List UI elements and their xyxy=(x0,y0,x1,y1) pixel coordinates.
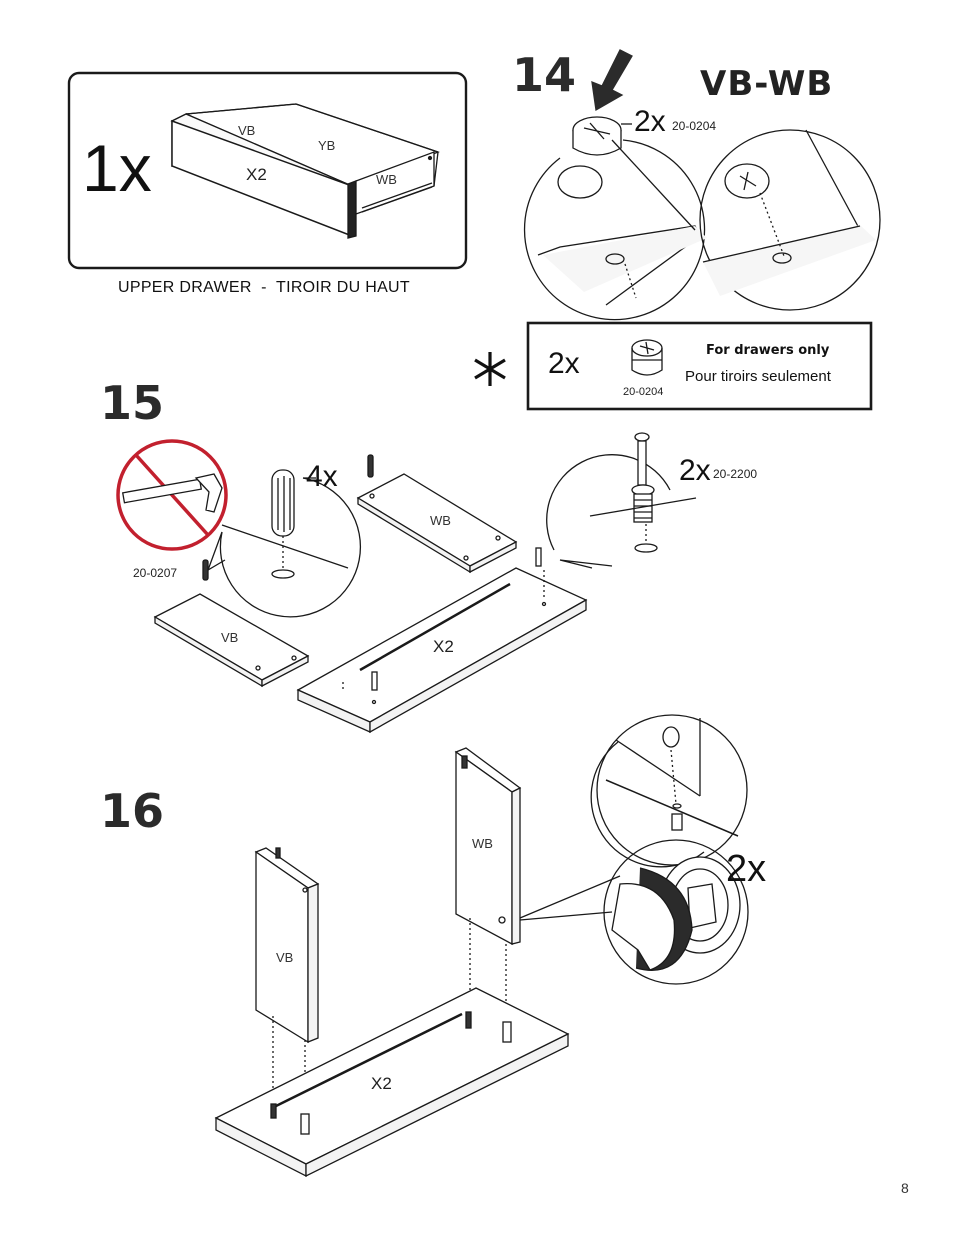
drawer-label-wb: WB xyxy=(376,172,397,187)
step14-detail-right xyxy=(699,129,881,311)
step-15-bolt-quantity: 2x xyxy=(679,454,711,487)
note-box-frame xyxy=(526,321,873,411)
panel-vb-15 xyxy=(153,593,310,688)
panel-wb-15 xyxy=(356,473,518,574)
step16-detail-top xyxy=(590,714,748,868)
panel-x2-15 xyxy=(296,547,588,734)
bolt-detail xyxy=(546,432,697,569)
step-15-number: 15 xyxy=(100,376,165,430)
note-part-code: 20-0204 xyxy=(623,386,664,398)
step-15-dowel-code: 20-0207 xyxy=(133,566,178,580)
drawer-label-x2: X2 xyxy=(246,165,267,184)
step-16-panel-wb: WB xyxy=(472,836,493,851)
note-quantity: 2x xyxy=(548,347,580,380)
step-15-bolt-code: 20-2200 xyxy=(713,467,758,481)
step-16-panel-x2: X2 xyxy=(371,1074,392,1093)
down-left-arrow-icon xyxy=(591,49,633,112)
step-14-title: VB-WB xyxy=(700,64,834,104)
panel-wb-16 xyxy=(454,747,522,1022)
step-16-number: 16 xyxy=(100,784,165,838)
drawer-caption: UPPER DRAWER - TIROIR DU HAUT xyxy=(118,279,410,296)
step-15-panel-wb: WB xyxy=(430,513,451,528)
step-15-dowel-quantity: 4x xyxy=(306,460,338,493)
dowel-detail xyxy=(206,469,362,618)
step-14-number: 14 xyxy=(512,48,577,102)
drawer-quantity: 1x xyxy=(82,131,152,205)
step-16-quantity: 2x xyxy=(726,848,767,890)
cam-lock-fitting xyxy=(572,116,632,156)
step-15-panel-x2: X2 xyxy=(433,637,454,656)
drawer-label-yb: YB xyxy=(318,138,336,153)
drawer-illustration xyxy=(170,103,440,239)
step-14-quantity: 2x xyxy=(634,105,666,138)
panel-x2-16 xyxy=(214,987,570,1178)
step-16-panel-vb: VB xyxy=(276,950,294,965)
step14-detail-left xyxy=(523,139,707,321)
step16-detail-bottom xyxy=(519,839,749,985)
drawer-box-frame xyxy=(67,71,468,270)
asterisk-icon xyxy=(474,352,506,386)
no-hammer-icon xyxy=(116,439,228,551)
cam-lock-small-icon xyxy=(631,339,663,376)
note-heading: For drawers only xyxy=(706,343,830,358)
panel-vb-16 xyxy=(254,847,320,1114)
page-number: 8 xyxy=(901,1180,909,1196)
step-15-panel-vb: VB xyxy=(221,630,239,645)
drawer-label-vb: VB xyxy=(238,123,256,138)
note-text: Pour tiroirs seulement xyxy=(685,368,831,385)
step-14-part-code: 20-0204 xyxy=(672,119,717,133)
